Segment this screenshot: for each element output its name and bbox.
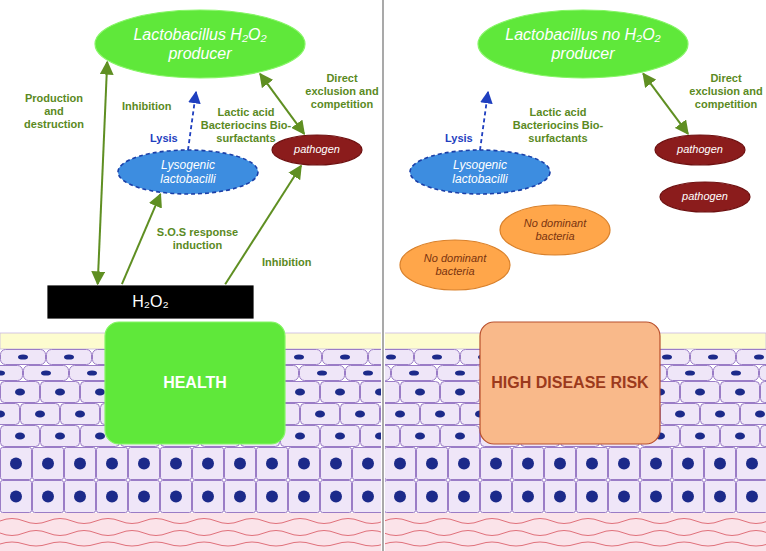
- node-text-block: Lysogenic lactobacilli: [427, 158, 533, 187]
- connector-arrow: [643, 74, 688, 134]
- h2o2-box: H₂O₂: [48, 286, 253, 318]
- node-text-block: Lysogenic lactobacilli: [135, 158, 241, 187]
- node-text-block: H₂O₂: [58, 292, 243, 311]
- pathogen-ellipse-shape: [272, 135, 362, 165]
- node-text: Lactobacillus H₂O₂ producer: [120, 25, 280, 63]
- node-text: pathogen: [670, 190, 740, 203]
- node-text: pathogen: [665, 143, 735, 156]
- pathogen-ellipse: pathogen: [655, 135, 745, 165]
- pathogen-ellipse-shape: [655, 135, 745, 165]
- bacteria-ellipse-shape: [95, 10, 305, 78]
- node-text: HEALTH: [114, 373, 276, 392]
- node-text: Lactobacillus no H₂O₂ producer: [503, 25, 663, 63]
- edge-label: Inhibition: [262, 256, 332, 269]
- node-text: No dominant bacteria: [413, 252, 497, 278]
- lysogenic-ellipse: Lysogenic lactobacilli: [410, 150, 550, 194]
- node-text: pathogen: [282, 143, 352, 156]
- pathogen-ellipse-shape: [660, 182, 750, 212]
- connector-arrow: [98, 62, 108, 284]
- bacteria-ellipse-outline: [478, 10, 688, 78]
- h2o2-box-shape: [48, 286, 253, 318]
- edge-label: S.O.S response induction: [150, 226, 245, 252]
- node-text-block: HIGH DISEASE RISK: [489, 373, 651, 392]
- effect-label: Inhibition: [122, 100, 192, 113]
- lysis-arrow: [480, 92, 488, 150]
- connector-arrow: [122, 194, 160, 284]
- node-text-block: Lactobacillus H₂O₂ producer: [120, 25, 280, 63]
- status-box-shape: [105, 322, 285, 444]
- bacteria-ellipse-shape: [478, 10, 688, 78]
- bacteria-ellipse: Lactobacillus H₂O₂ producer: [95, 10, 305, 78]
- product-label: Lactic acid Bacteriocins Bio-surfactants: [200, 106, 292, 146]
- lysogenic-ellipse: Lysogenic lactobacilli: [118, 150, 258, 194]
- status-box-shape: [480, 322, 660, 444]
- lysis-label: Lysis: [150, 132, 190, 145]
- bacteria-ellipse: No dominant bacteria: [500, 205, 610, 255]
- status-box: HEALTH: [105, 322, 285, 444]
- node-text-block: HEALTH: [114, 373, 276, 392]
- node-text: H₂O₂: [58, 292, 243, 311]
- node-text-block: pathogen: [665, 143, 735, 156]
- node-text: Lysogenic lactobacilli: [135, 158, 241, 187]
- node-text-block: pathogen: [282, 143, 352, 156]
- pathogen-ellipse: pathogen: [272, 135, 362, 165]
- node-text: No dominant bacteria: [513, 217, 597, 243]
- pathogen-ellipse: pathogen: [660, 182, 750, 212]
- lysogenic-ellipse-shape: [410, 150, 550, 194]
- bacteria-ellipse-shape: [500, 205, 610, 255]
- lysogenic-ellipse-shape: [118, 150, 258, 194]
- bacteria-ellipse: No dominant bacteria: [400, 240, 510, 290]
- edge-label: Direct exclusion and competition: [688, 72, 764, 112]
- node-text-block: Lactobacillus no H₂O₂ producer: [503, 25, 663, 63]
- product-label: Lactic acid Bacteriocins Bio-surfactants: [512, 106, 604, 146]
- bacteria-ellipse-shape: [400, 240, 510, 290]
- bacteria-ellipse-outline: [95, 10, 305, 78]
- status-box: HIGH DISEASE RISK: [480, 322, 660, 444]
- lysis-label: Lysis: [445, 132, 485, 145]
- bacteria-ellipse: Lactobacillus no H₂O₂ producer: [478, 10, 688, 78]
- node-text-block: No dominant bacteria: [513, 217, 597, 243]
- node-text: Lysogenic lactobacilli: [427, 158, 533, 187]
- node-text-block: pathogen: [670, 190, 740, 203]
- lysis-arrow: [188, 92, 196, 150]
- node-text: HIGH DISEASE RISK: [489, 373, 651, 392]
- edge-label: Production and destruction: [15, 92, 93, 132]
- edge-label: Direct exclusion and competition: [304, 72, 380, 112]
- node-text-block: No dominant bacteria: [413, 252, 497, 278]
